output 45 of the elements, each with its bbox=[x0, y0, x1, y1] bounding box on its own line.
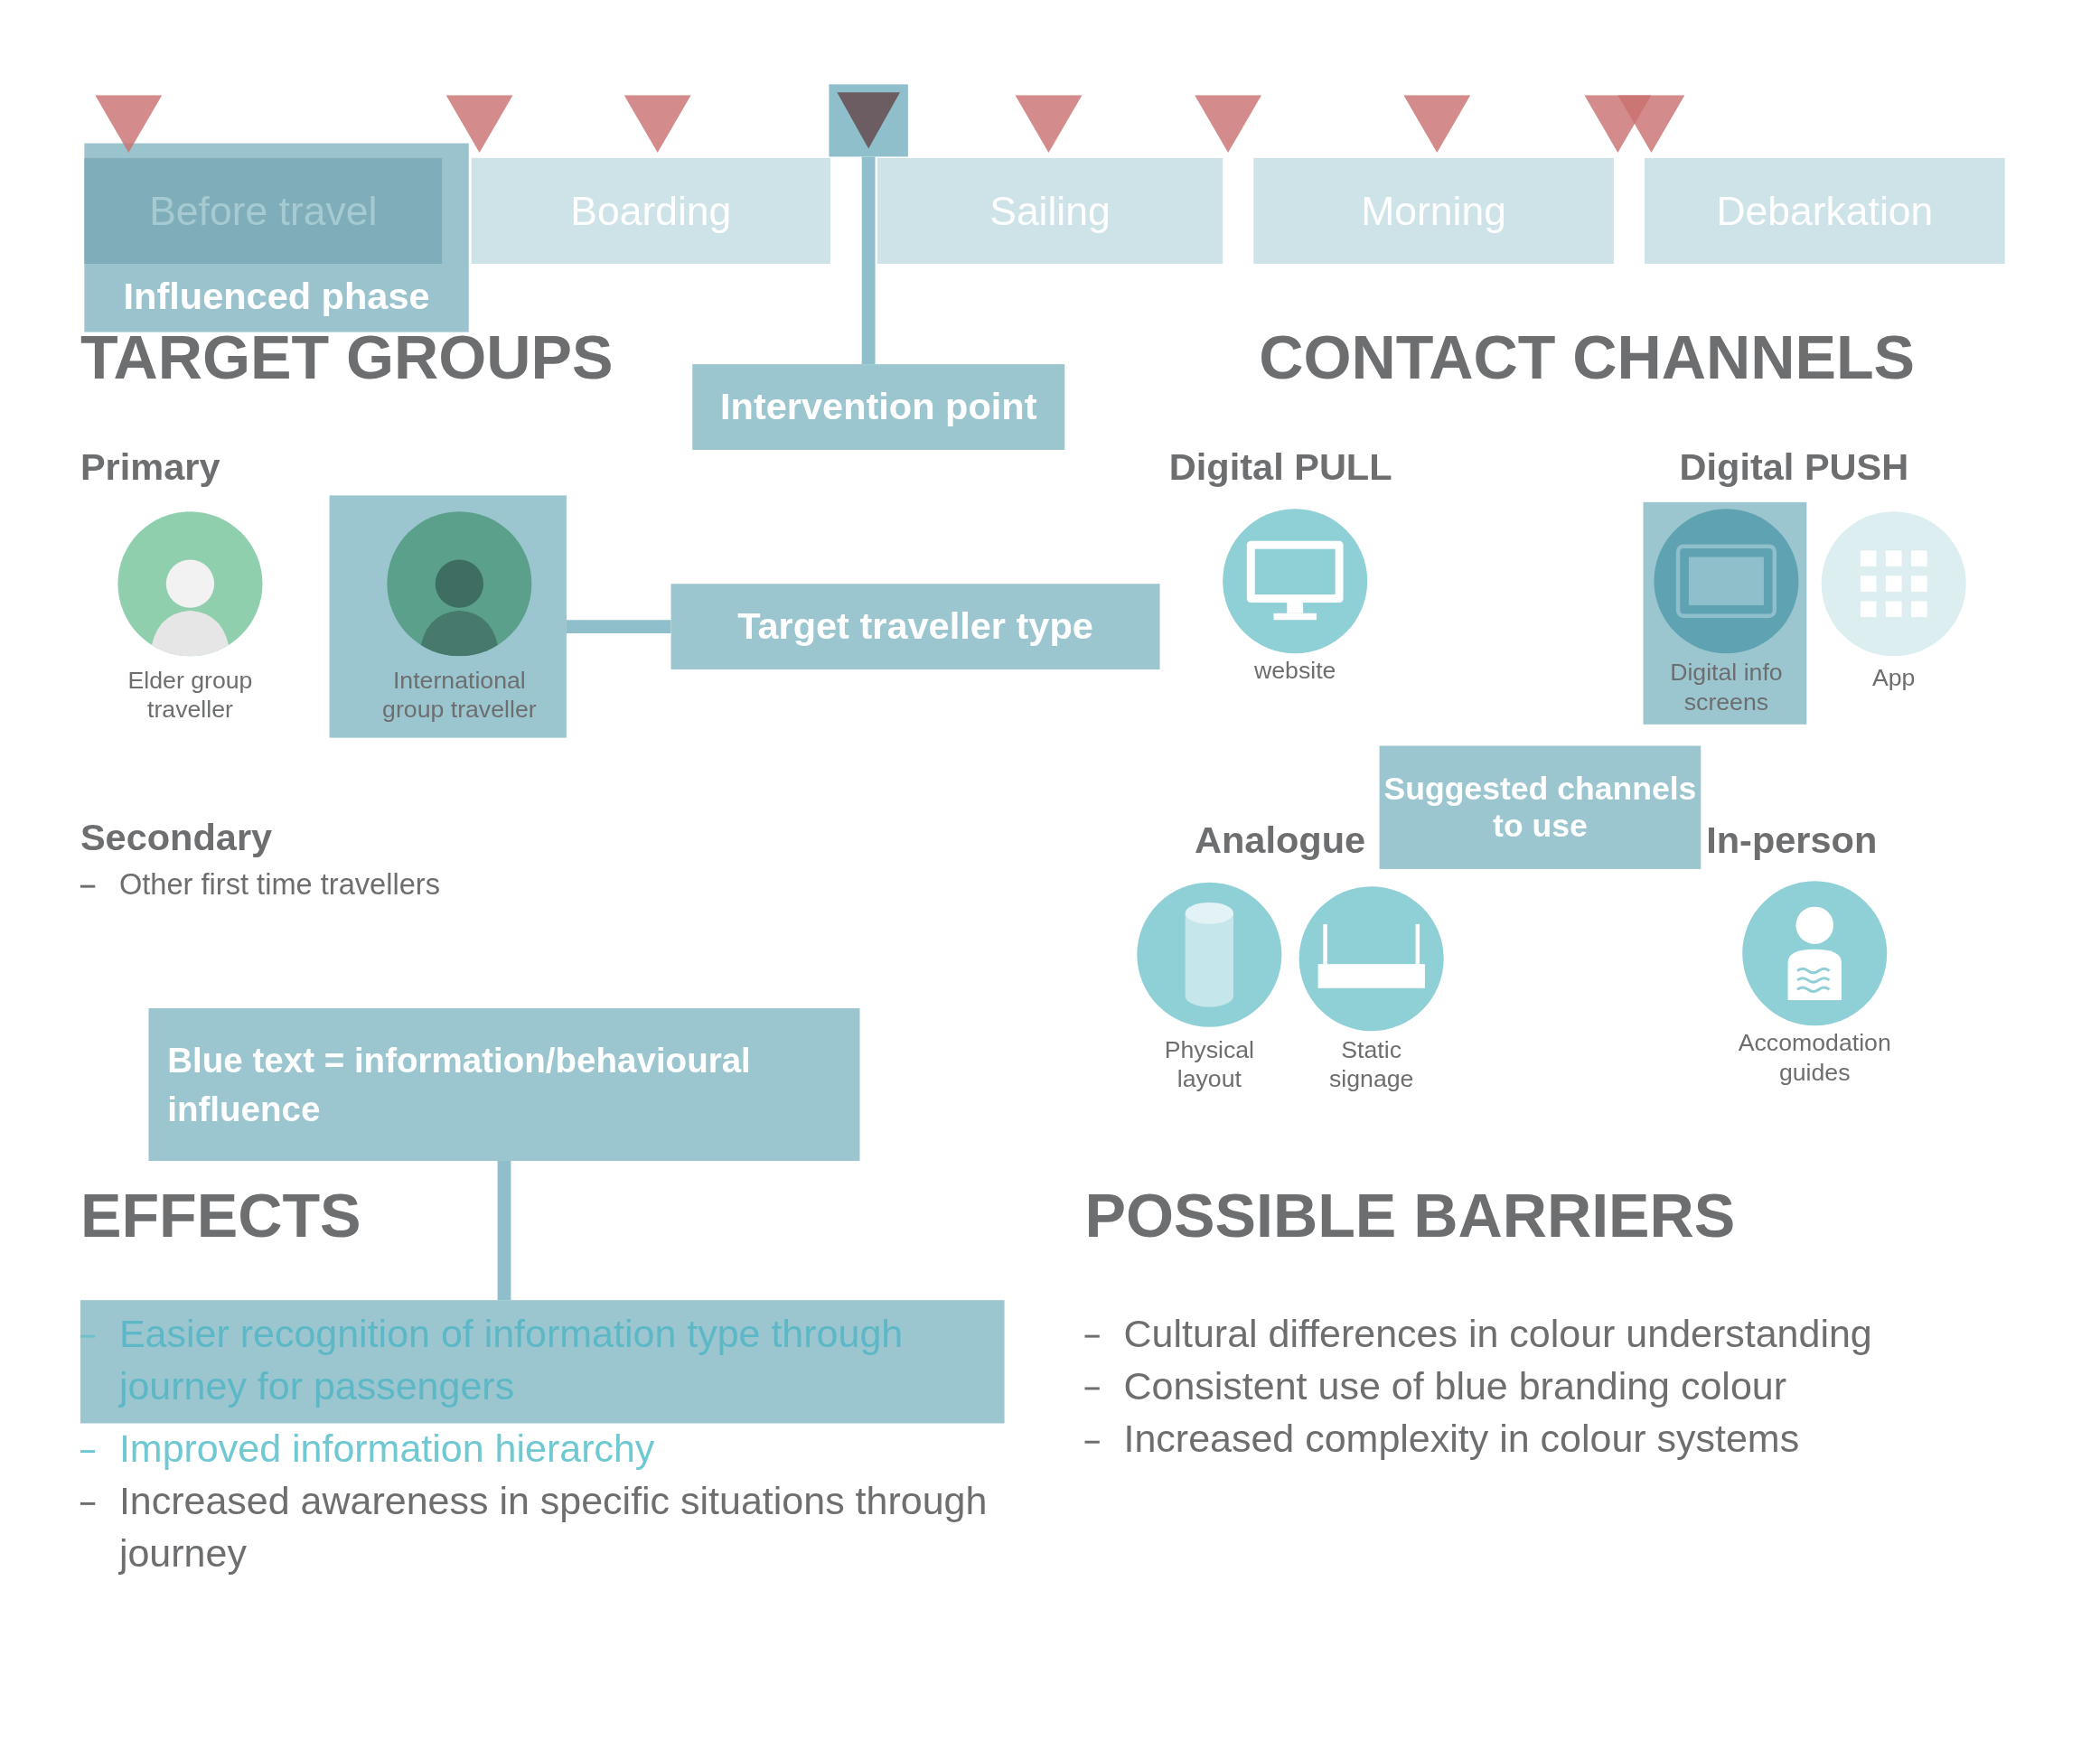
callout-box: Target traveller type bbox=[670, 584, 1160, 670]
group-heading: Digital PUSH bbox=[1679, 445, 1909, 489]
intervention-marker bbox=[829, 84, 908, 157]
list-item: Other first time travellers bbox=[118, 866, 441, 903]
group-heading: Secondary bbox=[80, 817, 273, 860]
node-label: Physical layout bbox=[1163, 1035, 1255, 1094]
node-label: Static signage bbox=[1327, 1035, 1415, 1094]
highlight-box bbox=[1643, 501, 1807, 725]
triangle-marker bbox=[95, 95, 163, 153]
leader-line bbox=[497, 1161, 511, 1301]
callout-text: Influenced phase bbox=[122, 276, 431, 319]
triangle-marker bbox=[1015, 95, 1083, 153]
section-heading: CONTACT CHANNELS bbox=[1259, 322, 1916, 394]
group-heading: Analogue bbox=[1195, 819, 1366, 863]
triangle-marker bbox=[1403, 95, 1471, 153]
callout-box: Intervention point bbox=[692, 364, 1065, 450]
section-heading: POSSIBLE BARRIERS bbox=[1084, 1180, 1736, 1252]
callout-box: Suggested channels to use bbox=[1379, 745, 1702, 869]
node-label: App bbox=[1870, 663, 1917, 693]
group-heading: Digital PULL bbox=[1168, 445, 1392, 489]
list-item: Consistent use of blue branding colour bbox=[1123, 1363, 1787, 1409]
list-item: Cultural differences in colour understanding bbox=[1123, 1311, 1872, 1357]
triangle-marker bbox=[1617, 95, 1685, 153]
list-item: Increased complexity in colour systems bbox=[1123, 1416, 1800, 1462]
node-label: website bbox=[1252, 656, 1337, 686]
leader-line bbox=[566, 620, 671, 634]
triangle-marker bbox=[1195, 95, 1262, 153]
triangle-marker bbox=[623, 95, 691, 153]
node-label: Accomodation guides bbox=[1737, 1028, 1892, 1088]
section-heading: EFFECTS bbox=[80, 1180, 361, 1252]
group-heading: Primary bbox=[80, 445, 220, 489]
list-item: Increased awareness in specific situations through journey bbox=[118, 1478, 989, 1577]
group-heading: In-person bbox=[1706, 819, 1878, 863]
effect-text: Easier recognition of information type through journey for passengers bbox=[118, 1311, 905, 1409]
highlight-box bbox=[80, 1300, 1005, 1424]
triangle-marker bbox=[445, 95, 513, 153]
callout-box: Blue text = information/behavioural influence bbox=[148, 1008, 860, 1161]
leader-line bbox=[861, 156, 876, 365]
list-item: Improved information hierarchy bbox=[118, 1426, 655, 1473]
section-heading: TARGET GROUPS bbox=[80, 322, 614, 394]
node-label: Elder group traveller bbox=[127, 666, 254, 725]
highlight-box bbox=[329, 495, 567, 738]
node-label: Digital info screens bbox=[1669, 658, 1784, 716]
node-label: International group traveller bbox=[381, 666, 538, 725]
highlight-box bbox=[84, 143, 469, 332]
